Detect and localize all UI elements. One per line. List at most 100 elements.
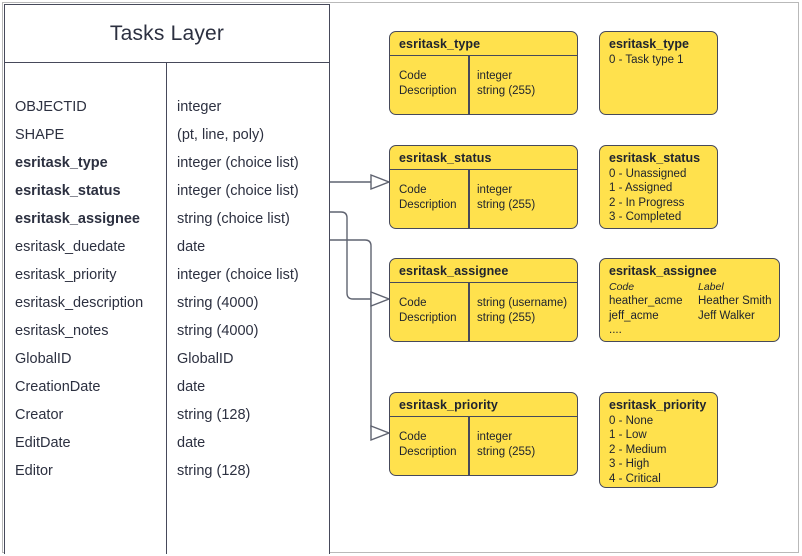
values-title: esritask_assignee [609, 264, 717, 278]
field-name: GlobalID [15, 351, 72, 367]
values-title: esritask_priority [609, 398, 707, 412]
field-type: integer (choice list) [177, 155, 299, 171]
value-code: heather_acme [609, 295, 683, 307]
field-type: integer (choice list) [177, 267, 299, 283]
domain-field-names: Code Description [399, 70, 457, 97]
values-box-esritask-priority[interactable]: esritask_priority 0 - None 1 - Low 2 - M… [599, 392, 718, 488]
value-item: 0 - Task type 1 [609, 53, 684, 66]
values-list: esritask_priority 0 - None 1 - Low 2 - M… [600, 393, 717, 486]
field-name: EditDate [15, 435, 71, 451]
domain-title: esritask_priority [390, 393, 577, 417]
value-label: Heather Smith [698, 295, 772, 307]
value-item: jeff_acme Jeff Walker [609, 309, 779, 324]
field-name: esritask_status [15, 183, 121, 199]
values-title: esritask_status [609, 151, 701, 165]
field-type: (pt, line, poly) [177, 127, 265, 143]
entity-column-divider [166, 63, 167, 554]
value-item: 3 - High [609, 458, 650, 470]
value-item: 1 - Low [609, 429, 647, 441]
field-type: GlobalID [177, 351, 234, 367]
values-box-esritask-type[interactable]: esritask_type 0 - Task type 1 [599, 31, 718, 115]
value-code: .... [609, 324, 622, 336]
table-row[interactable]: esritask_duedate date [5, 233, 329, 261]
domain-body: Code Description string (username) strin… [390, 283, 577, 341]
value-item: 2 - Medium [609, 443, 667, 456]
field-name: Editor [15, 463, 53, 479]
domain-box-esritask-priority[interactable]: esritask_priority Code Description integ… [389, 392, 578, 476]
entity-field-rows: OBJECTID integer SHAPE (pt, line, poly) … [5, 93, 329, 485]
values-header-code: Code [609, 280, 635, 293]
domain-field-types: integer string (255) [477, 70, 536, 97]
values-list: esritask_type 0 - Task type 1 [600, 32, 717, 67]
table-row[interactable]: esritask_description string (4000) [5, 289, 329, 317]
values-box-esritask-assignee[interactable]: esritask_assignee Code Label heather_acme… [599, 258, 780, 342]
values-list: esritask_status 0 - Unassigned 1 - Assig… [600, 146, 717, 225]
field-type: string (4000) [177, 323, 259, 339]
table-row[interactable]: esritask_type integer (choice list) [5, 149, 329, 177]
field-type: string (128) [177, 463, 251, 479]
table-row[interactable]: esritask_priority integer (choice list) [5, 261, 329, 289]
domain-field-types: integer string (255) [477, 431, 536, 458]
table-row[interactable]: Creator string (128) [5, 401, 329, 429]
values-column-headers: Code Label [609, 280, 779, 295]
value-code: jeff_acme [609, 309, 659, 322]
entity-body: OBJECTID integer SHAPE (pt, line, poly) … [5, 63, 329, 554]
table-row[interactable]: Editor string (128) [5, 457, 329, 485]
domain-field-names: Code Description [399, 297, 457, 324]
values-box-esritask-status[interactable]: esritask_status 0 - Unassigned 1 - Assig… [599, 145, 718, 229]
domain-box-esritask-status[interactable]: esritask_status Code Description integer… [389, 145, 578, 229]
field-type: integer (choice list) [177, 183, 299, 199]
domain-body: Code Description integer string (255) [390, 417, 577, 475]
field-name: esritask_priority [15, 267, 117, 283]
value-item: 0 - Unassigned [609, 167, 687, 180]
table-row[interactable]: esritask_assignee string (choice list) [5, 205, 329, 233]
value-item: heather_acme Heather Smith [609, 294, 779, 309]
table-row[interactable]: GlobalID GlobalID [5, 345, 329, 373]
domain-box-esritask-assignee[interactable]: esritask_assignee Code Description strin… [389, 258, 578, 342]
field-type: string (choice list) [177, 211, 290, 227]
value-item: 2 - In Progress [609, 196, 685, 209]
domain-body: Code Description integer string (255) [390, 56, 577, 114]
values-title: esritask_type [609, 37, 689, 51]
table-row[interactable]: esritask_notes string (4000) [5, 317, 329, 345]
entity-title: Tasks Layer [5, 5, 329, 63]
field-type: string (128) [177, 407, 251, 423]
field-name: CreationDate [15, 379, 101, 395]
domain-field-types: integer string (255) [477, 184, 536, 211]
table-row[interactable]: esritask_status integer (choice list) [5, 177, 329, 205]
domain-title: esritask_type [390, 32, 577, 56]
values-header-label: Label [698, 280, 724, 293]
domain-title: esritask_assignee [390, 259, 577, 283]
field-name: esritask_duedate [15, 239, 126, 255]
values-list: esritask_assignee Code Label heather_acme… [600, 259, 779, 338]
entity-tasks-layer[interactable]: Tasks Layer OBJECTID integer SHAPE (pt, … [4, 4, 330, 554]
field-type: date [177, 239, 206, 255]
value-item: 1 - Assigned [609, 182, 673, 194]
field-name: esritask_assignee [15, 211, 140, 227]
field-type: integer [177, 99, 222, 115]
field-name: esritask_notes [15, 323, 109, 339]
domain-column-divider [468, 56, 470, 114]
field-type: date [177, 379, 206, 395]
field-name: OBJECTID [15, 99, 87, 115]
value-item: 3 - Completed [609, 211, 682, 223]
domain-column-divider [468, 170, 470, 228]
table-row[interactable]: OBJECTID integer [5, 93, 329, 121]
table-row[interactable]: CreationDate date [5, 373, 329, 401]
field-name: esritask_description [15, 295, 144, 311]
field-type: date [177, 435, 206, 451]
value-item: .... [609, 323, 779, 338]
domain-column-divider [468, 417, 470, 475]
table-row[interactable]: EditDate date [5, 429, 329, 457]
field-type: string (4000) [177, 295, 259, 311]
domain-box-esritask-type[interactable]: esritask_type Code Description integer s… [389, 31, 578, 115]
value-item: 0 - None [609, 414, 654, 427]
domain-title: esritask_status [390, 146, 577, 170]
domain-field-names: Code Description [399, 184, 457, 211]
value-item: 4 - Critical [609, 472, 661, 485]
table-row[interactable]: SHAPE (pt, line, poly) [5, 121, 329, 149]
field-name: Creator [15, 407, 64, 423]
value-label: Jeff Walker [698, 309, 755, 322]
domain-column-divider [468, 283, 470, 341]
